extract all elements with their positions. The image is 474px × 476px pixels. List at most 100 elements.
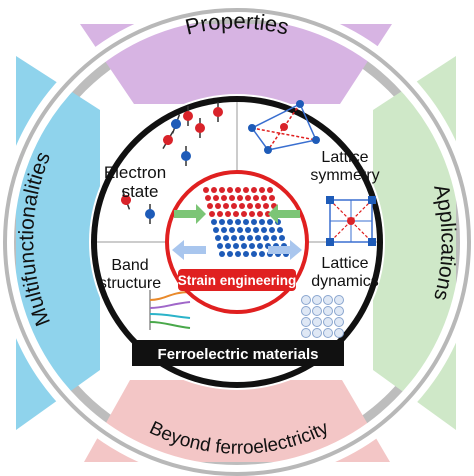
lattice-atom <box>217 243 223 249</box>
lattice-dynamics-line2: dynamics <box>311 273 379 290</box>
lattice-atom <box>255 203 261 209</box>
lattice-atom <box>243 219 249 225</box>
lattice-atom <box>267 187 273 193</box>
lattice-atom <box>209 211 215 217</box>
lattice-atom <box>267 219 273 225</box>
dynamics-atom <box>312 295 322 305</box>
lattice-atom <box>229 227 235 233</box>
sector-multifunctionalities <box>16 56 100 430</box>
dynamics-atom <box>334 306 344 316</box>
lattice-atom <box>249 211 255 217</box>
lattice-atom <box>223 235 229 241</box>
lattice-atom <box>235 187 241 193</box>
lattice-atom <box>245 195 251 201</box>
lattice-atom <box>257 211 263 217</box>
dynamics-atom <box>312 317 322 327</box>
lattice-atom <box>269 227 275 233</box>
lattice-atom <box>247 203 253 209</box>
sector-properties <box>80 24 392 104</box>
lattice-atom <box>213 195 219 201</box>
lattice-atom <box>227 219 233 225</box>
dynamics-atom <box>312 306 322 316</box>
dynamics-atom <box>334 328 344 338</box>
lattice-atom <box>217 211 223 217</box>
lattice-atom <box>205 195 211 201</box>
lattice-atom <box>249 243 255 249</box>
dynamics-atom <box>323 295 333 305</box>
dynamics-atom <box>334 295 344 305</box>
lattice-atom <box>235 219 241 225</box>
dynamics-atom <box>301 295 311 305</box>
lattice-atom <box>259 187 265 193</box>
lattice-atom <box>237 227 243 233</box>
lattice-atom <box>233 211 239 217</box>
lattice-atom <box>261 227 267 233</box>
lattice-atom <box>259 219 265 225</box>
lattice-atom <box>219 219 225 225</box>
lattice-atom <box>243 187 249 193</box>
dynamics-atom <box>323 328 333 338</box>
dynamics-atom <box>312 328 322 338</box>
lattice-atom <box>225 243 231 249</box>
lattice-atom <box>279 235 285 241</box>
lattice-symmetry-line1: Lattice <box>321 149 368 166</box>
lattice-atom <box>277 227 283 233</box>
lattice-atom <box>247 235 253 241</box>
lattice-atom <box>239 235 245 241</box>
lattice-atom <box>271 235 277 241</box>
lattice-atom <box>263 203 269 209</box>
lattice-atom <box>245 227 251 233</box>
lattice-atom <box>259 251 265 257</box>
lattice-atom <box>211 219 217 225</box>
lattice-atom <box>211 187 217 193</box>
lattice-atom <box>241 243 247 249</box>
lattice-atom <box>241 211 247 217</box>
lattice-atom <box>233 243 239 249</box>
lattice-atom <box>269 195 275 201</box>
lattice-atom <box>219 251 225 257</box>
lattice-atom <box>227 187 233 193</box>
band-structure-line1: Band <box>111 257 148 274</box>
lattice-atom <box>263 235 269 241</box>
lattice-symmetry-line2: symmetry <box>310 167 379 184</box>
center-lattice <box>203 187 289 257</box>
lattice-atom <box>239 203 245 209</box>
lattice-atom <box>253 195 259 201</box>
tensile-arrows <box>172 240 302 260</box>
electron-state-line1: Electron <box>104 163 166 182</box>
lattice-atom <box>251 187 257 193</box>
lattice-atom <box>213 227 219 233</box>
lattice-atom <box>251 219 257 225</box>
lattice-atom <box>223 203 229 209</box>
lattice-atom <box>235 251 241 257</box>
lattice-atom <box>203 187 209 193</box>
lattice-dynamics-grid <box>301 295 344 338</box>
lattice-symmetry-diagram <box>248 100 376 246</box>
lattice-atom <box>231 203 237 209</box>
electron-spin-icons <box>121 102 223 224</box>
strain-engineering-badge <box>178 269 296 291</box>
dynamics-atom <box>334 317 344 327</box>
ferroelectric-materials-banner <box>132 340 344 366</box>
band-structure-line2: structure <box>99 275 161 292</box>
sector-beyond-ferroelectricity <box>84 380 390 462</box>
lattice-atom <box>215 235 221 241</box>
lattice-atom <box>227 251 233 257</box>
ferroelectric-materials-label: Ferroelectric materials <box>158 346 319 363</box>
lattice-atom <box>225 211 231 217</box>
dynamics-atom <box>301 306 311 316</box>
lattice-atom <box>219 187 225 193</box>
dynamics-atom <box>323 317 333 327</box>
lattice-atom <box>261 195 267 201</box>
lattice-atom <box>237 195 243 201</box>
lattice-atom <box>231 235 237 241</box>
dynamics-atom <box>301 328 311 338</box>
lattice-atom <box>229 195 235 201</box>
lattice-dynamics-line1: Lattice <box>321 255 368 272</box>
lattice-atom <box>221 195 227 201</box>
lattice-atom <box>251 251 257 257</box>
lattice-atom <box>207 203 213 209</box>
dynamics-atom <box>301 317 311 327</box>
lattice-atom <box>255 235 261 241</box>
